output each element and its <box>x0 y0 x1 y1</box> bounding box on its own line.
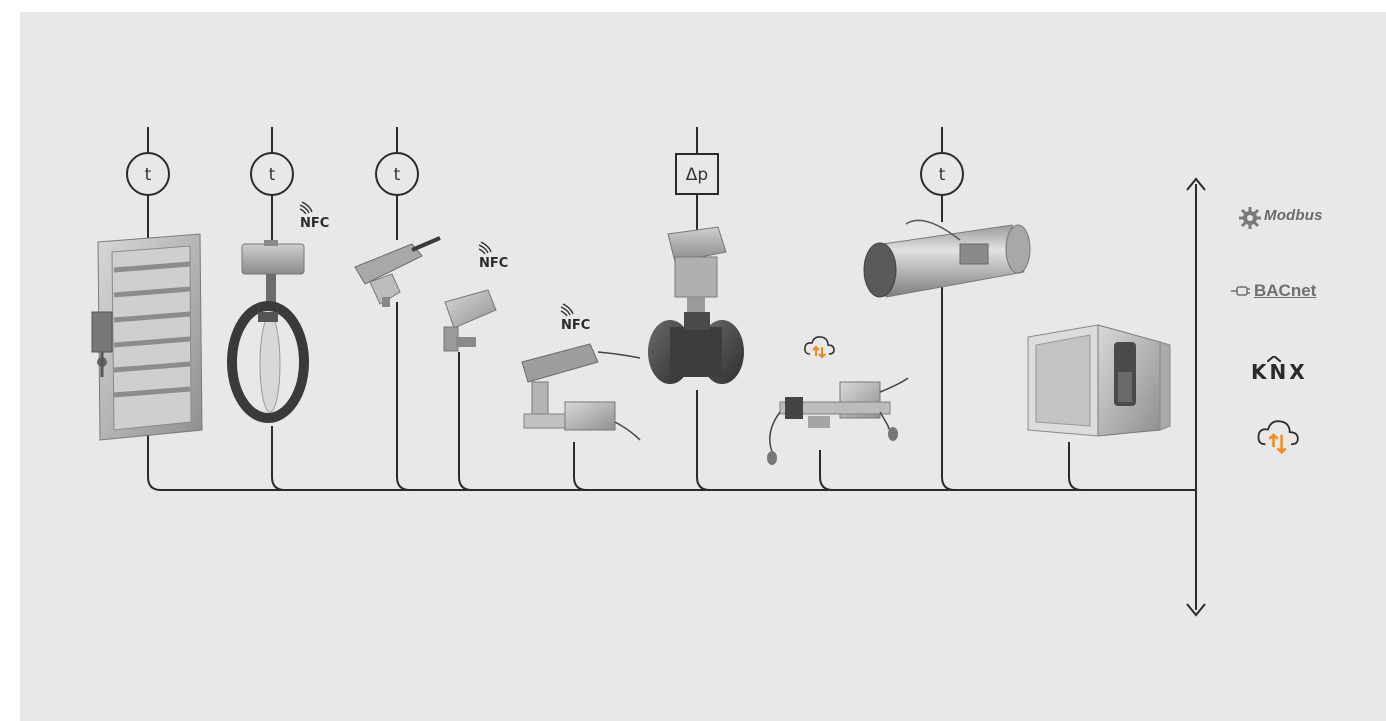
sensor-label: t <box>939 165 946 185</box>
drop-line-7 <box>820 450 833 490</box>
nfc-label: NFC <box>479 256 508 271</box>
nfc-badge-2: NFC <box>479 242 508 271</box>
modbus-logo-icon <box>1239 207 1261 229</box>
rotary-actuator-icon <box>444 290 496 351</box>
main-bus-line <box>148 427 1196 490</box>
globe-valve-icon <box>648 227 744 384</box>
bacnet-label: BACnet <box>1254 281 1316 301</box>
rectangular-vav-icon <box>1028 325 1170 436</box>
temperature-sensor-3: t <box>376 153 418 195</box>
bus-diagram: t t t Δp t NFC NFC NFC <box>20 12 1386 721</box>
bacnet-logo: BACnet <box>1254 281 1316 301</box>
sensor-label: t <box>269 165 276 185</box>
drop-line-8 <box>942 287 955 490</box>
diagram-canvas: t t t Δp t NFC NFC NFC <box>20 12 1386 721</box>
temperature-sensor-1: t <box>127 153 169 195</box>
energy-valve-icon <box>767 378 908 465</box>
drop-line-4 <box>459 352 472 490</box>
nfc-waves-icon <box>561 304 573 316</box>
modbus-logo: Modbus <box>1264 207 1323 224</box>
knx-label: KNX <box>1251 360 1308 384</box>
drop-line-3 <box>397 302 410 490</box>
round-vav-icon <box>864 220 1030 297</box>
zone-valve-icon <box>522 344 640 440</box>
cloud-sync-protocol-icon <box>1258 421 1297 452</box>
nfc-label: NFC <box>300 216 329 231</box>
sensor-label: t <box>394 165 401 185</box>
nfc-badge-1: NFC <box>300 202 329 231</box>
temperature-sensor-4: t <box>921 153 963 195</box>
drop-line-6 <box>697 390 710 490</box>
drop-line-9 <box>1069 442 1082 490</box>
drop-line-5 <box>574 442 587 490</box>
sensor-label: t <box>145 165 152 185</box>
nfc-waves-icon <box>300 202 312 214</box>
knx-logo: KNX <box>1251 360 1308 384</box>
modbus-label: Modbus <box>1264 207 1323 224</box>
drop-line-2 <box>272 426 285 490</box>
pressure-sensor: Δp <box>676 154 718 194</box>
bacnet-logo-icon <box>1231 287 1250 295</box>
butterfly-valve-icon <box>232 240 304 418</box>
nfc-badge-3: NFC <box>561 304 590 333</box>
sensor-label: Δp <box>686 165 708 185</box>
cloud-sync-icon <box>805 337 834 357</box>
nfc-label: NFC <box>561 318 590 333</box>
knx-roof-icon <box>1267 356 1281 362</box>
small-actuator-icon <box>355 238 440 307</box>
temperature-sensor-2: t <box>251 153 293 195</box>
nfc-waves-icon <box>479 242 491 254</box>
damper-icon <box>92 234 202 440</box>
